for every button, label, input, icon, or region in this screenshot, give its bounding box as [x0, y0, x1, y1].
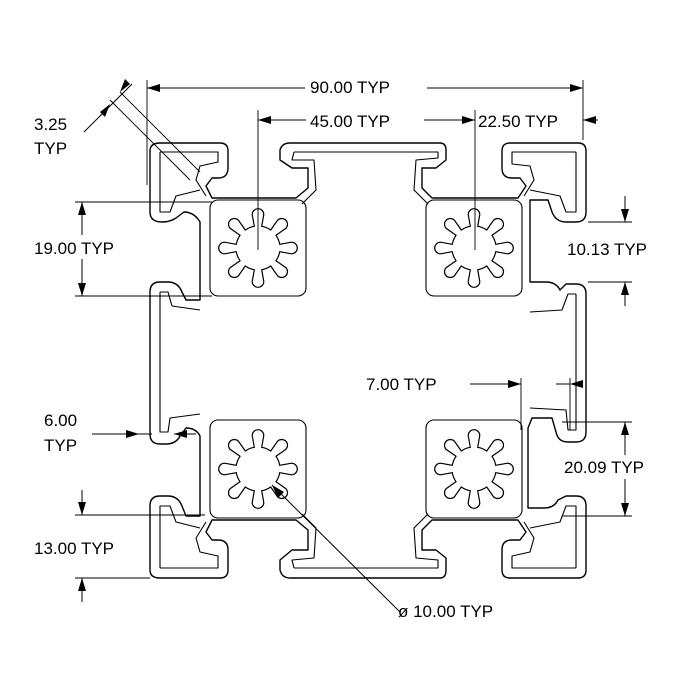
core-box-bottom-left [209, 419, 307, 519]
bottom-center-slot-inner [291, 513, 439, 569]
splined-bore-bottom-right [434, 429, 514, 509]
corner-channel-bottom-right [511, 505, 577, 569]
arrow-core-top [78, 202, 86, 215]
arrow-slot-open-top [621, 209, 629, 222]
label-slot-depth: 20.09 TYP [564, 458, 644, 477]
core-box-bottom-right [425, 419, 523, 519]
right-center-slot-inner [529, 293, 577, 431]
splined-bore-top-left [218, 208, 298, 288]
arrow-pitch-left [258, 116, 271, 124]
label-lip-thickness-line1: 6.00 [44, 411, 77, 430]
arrow-web-right [570, 380, 583, 388]
arrow-wall-a [100, 104, 110, 117]
label-channel-width: 13.00 TYP [34, 539, 114, 558]
corner-channel-top-right [511, 151, 577, 213]
label-slot-pitch: 45.00 TYP [310, 112, 390, 131]
arrow-core-bottom [78, 283, 86, 296]
label-bore-diameter: ø 10.00 TYP [398, 602, 493, 621]
core-box-top-right [425, 199, 523, 297]
label-wall-thickness-line1: 3.25 [34, 115, 67, 134]
dimension-lines [30, 74, 672, 613]
corner-channel-top-left [159, 151, 219, 213]
arrow-web-left [508, 380, 521, 388]
label-lip-thickness-line2: TYP [44, 436, 77, 455]
arrow-bore-diameter [272, 485, 284, 498]
label-slot-opening: 10.13 TYP [567, 240, 647, 259]
splined-bore-top-right [434, 208, 514, 288]
corner-channel-bottom-left [159, 505, 219, 569]
arrow-slot-depth-top [621, 422, 629, 435]
label-wall-thickness-line2: TYP [34, 139, 67, 158]
ext-line-wall-b [119, 91, 201, 173]
profile-outer-contour [149, 142, 587, 579]
arrow-slot-open-bottom [621, 282, 629, 295]
label-overall-width: 90.00 TYP [310, 78, 390, 97]
arrow-pitch-right [462, 116, 475, 124]
arrow-overall-left [147, 84, 160, 92]
bore-group [218, 208, 514, 509]
arrow-lip-right [174, 430, 187, 438]
arrow-channel-top [78, 502, 86, 515]
arrow-slot-depth-bottom [621, 503, 629, 516]
label-core-height: 19.00 TYP [34, 239, 114, 258]
arrow-overall-right [570, 84, 583, 92]
top-center-slot-inner [291, 151, 439, 205]
label-web-width: 7.00 TYP [366, 375, 437, 394]
ext-line-wall-a [109, 99, 191, 181]
arrow-corner-offset [583, 116, 596, 124]
leader-bore-diameter [271, 484, 401, 613]
dimension-labels: 90.00 TYP 45.00 TYP 22.50 TYP 3.25 TYP 1… [34, 78, 647, 621]
arrow-wall-b [120, 79, 130, 92]
left-center-slot-inner [159, 291, 201, 433]
arrow-channel-bottom [78, 578, 86, 591]
splined-bore-bottom-left [218, 429, 298, 509]
arrow-lip-left [126, 430, 139, 438]
profile-outline [149, 142, 587, 579]
label-corner-offset: 22.50 TYP [478, 112, 558, 131]
